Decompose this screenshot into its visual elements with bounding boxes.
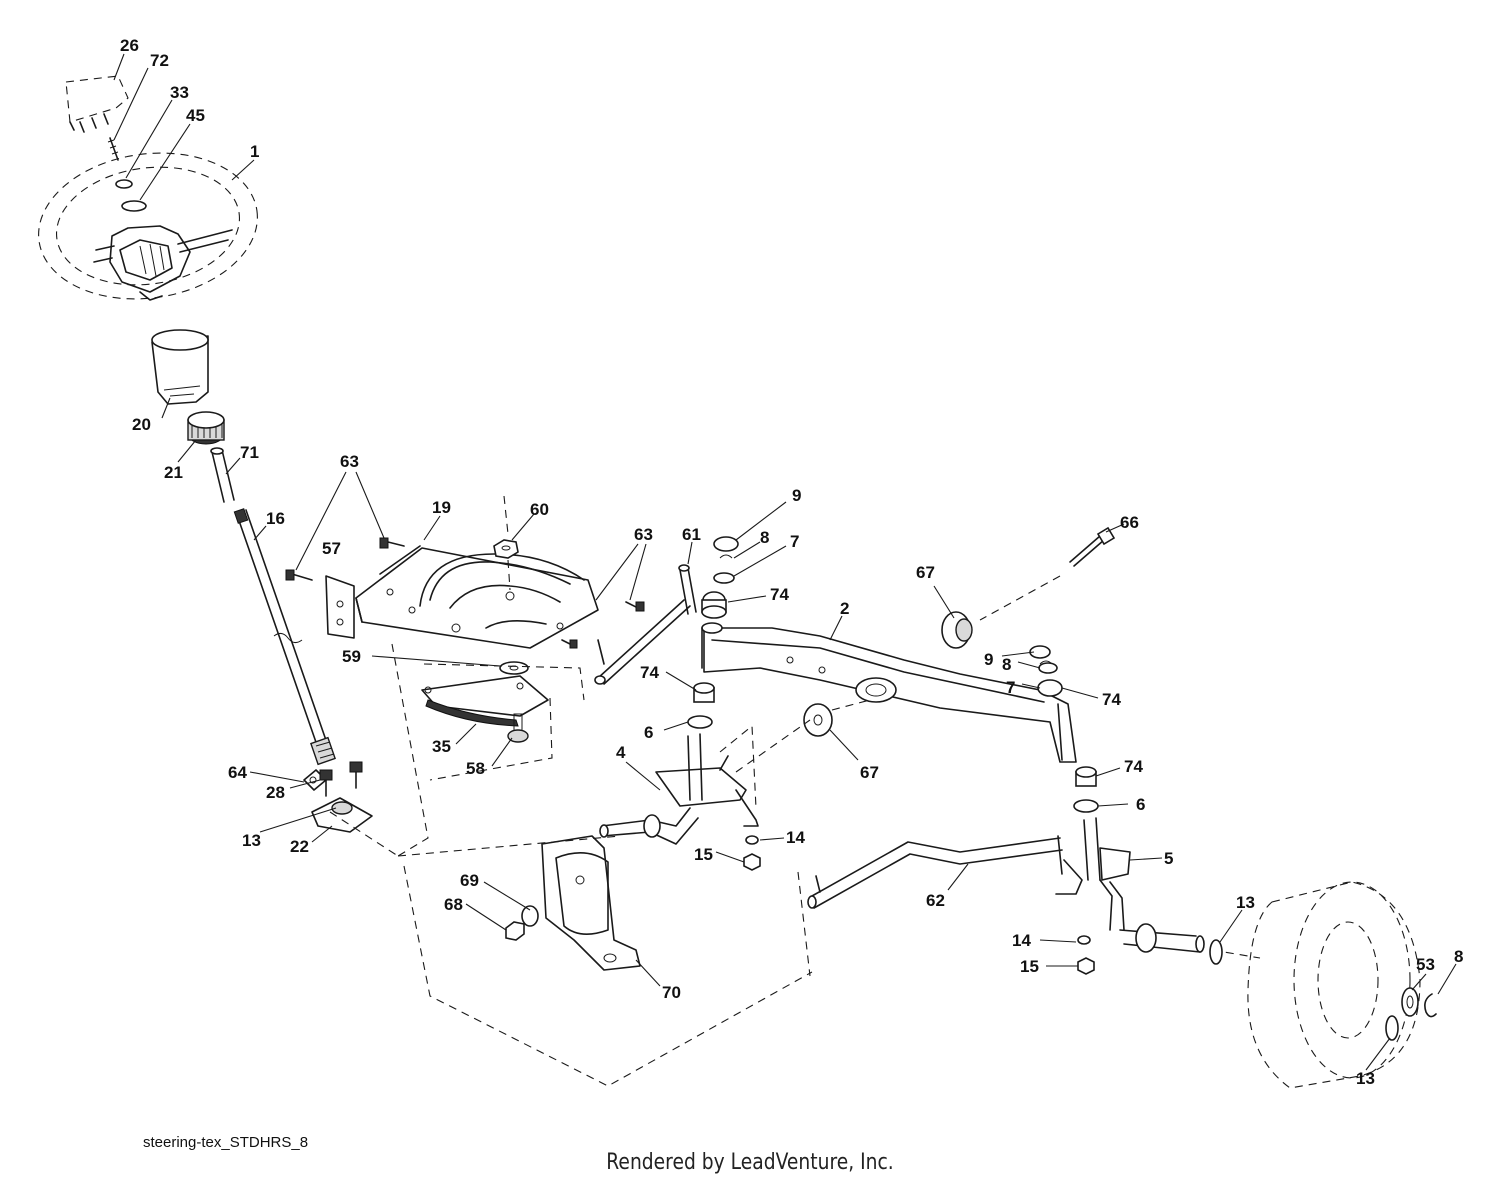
callout-70: 70 [662, 983, 681, 1002]
sector-gear [421, 675, 549, 727]
steering-wheel-spacer [121, 200, 147, 212]
callout-74-upper-right: 74 [1102, 690, 1121, 709]
callout-9-left: 9 [792, 486, 801, 505]
diagram-code: steering-tex_STDHRS_8 [143, 1134, 309, 1151]
callout-4: 4 [616, 743, 626, 762]
steering-wheel-washer [115, 179, 133, 189]
callout-74-lower-left: 74 [640, 663, 659, 682]
callout-58: 58 [466, 759, 485, 778]
callout-67-upper: 67 [916, 563, 935, 582]
support-dashed-outline [329, 643, 585, 857]
wheel-tire [1211, 881, 1421, 1089]
callout-57: 57 [322, 539, 341, 558]
callout-60: 60 [530, 500, 549, 519]
callout-69: 69 [460, 871, 479, 890]
callout-13-left: 13 [242, 831, 261, 850]
callout-53: 53 [1416, 955, 1435, 974]
tie-rod [797, 835, 1083, 977]
callout-15-right: 15 [1020, 957, 1039, 976]
callout-64: 64 [228, 763, 247, 782]
support-nut [493, 495, 519, 591]
callout-74-upper-left: 74 [770, 585, 789, 604]
callout-7-left: 7 [790, 532, 799, 551]
steering-plate-lower [541, 835, 641, 971]
left-spindle [599, 733, 759, 845]
callout-13-wheel-outer: 13 [1356, 1069, 1375, 1088]
left-spindle-hardware [687, 536, 739, 729]
callout-74-lower-right: 74 [1124, 757, 1143, 776]
callout-7-right: 7 [1006, 678, 1015, 697]
callout-33: 33 [170, 83, 189, 102]
callout-15-left: 15 [694, 845, 713, 864]
axle-spacer-lower [803, 699, 871, 737]
callout-8-wheel: 8 [1454, 947, 1463, 966]
callout-5: 5 [1164, 849, 1173, 868]
callout-62: 62 [926, 891, 945, 910]
callout-2: 2 [840, 599, 849, 618]
callout-67-lower: 67 [860, 763, 879, 782]
callout-28: 28 [266, 783, 285, 802]
leader-lines [113, 53, 1457, 1071]
steering-shaft [233, 508, 336, 766]
right-spindle [1083, 817, 1205, 953]
callout-22: 22 [290, 837, 309, 856]
callout-14-left: 14 [786, 828, 805, 847]
callout-71: 71 [240, 443, 259, 462]
callout-14-right: 14 [1012, 931, 1031, 950]
callout-45: 45 [186, 106, 205, 125]
spindle-nut-right [1077, 935, 1095, 975]
drag-link-rod [594, 564, 697, 685]
spindle-nut-left [743, 835, 761, 871]
callout-68: 68 [444, 895, 463, 914]
callout-16: 16 [266, 509, 285, 528]
callout-61: 61 [682, 525, 701, 544]
render-credit: Rendered by LeadVenture, Inc. [606, 1150, 894, 1175]
callout-9-right: 9 [984, 650, 993, 669]
callout-13-wheel-inner: 13 [1236, 893, 1255, 912]
lower-dashed-outline [397, 719, 813, 1087]
callout-8-left: 8 [760, 528, 769, 547]
sector-gear-bolt [507, 713, 529, 743]
wheel-washers [1209, 939, 1437, 1041]
callout-6-right: 6 [1136, 795, 1145, 814]
callout-63-right: 63 [634, 525, 653, 544]
steering-wheel-cap [65, 75, 129, 133]
callout-1: 1 [250, 142, 259, 161]
callout-26: 26 [120, 36, 139, 55]
callout-63-left: 63 [340, 452, 359, 471]
axle-pivot-bolt [979, 526, 1116, 621]
flange-bearing [311, 761, 373, 833]
callout-19: 19 [432, 498, 451, 517]
front-axle [701, 622, 1077, 763]
plate-lower-fasteners [505, 905, 539, 941]
callout-6-left: 6 [644, 723, 653, 742]
callout-20: 20 [132, 415, 151, 434]
callout-21: 21 [164, 463, 183, 482]
callout-labels: 26 72 33 45 1 20 21 71 16 63 19 57 60 63… [120, 36, 1463, 1088]
callout-59: 59 [342, 647, 361, 666]
right-spindle-hardware [1029, 645, 1099, 813]
callout-8-right: 8 [1002, 655, 1011, 674]
steering-shaft-bushing [151, 329, 209, 405]
steering-gear-pinion [187, 411, 225, 445]
support-bolts [285, 537, 645, 649]
callout-72: 72 [150, 51, 169, 70]
steering-wheel [38, 152, 258, 301]
steering-bracket [325, 575, 355, 639]
callout-35: 35 [432, 737, 451, 756]
support-washer [499, 661, 529, 675]
axle-spacer-upper [941, 611, 973, 649]
steering-wheel-screw [107, 137, 119, 161]
steering-shaft-sleeve [210, 447, 235, 503]
steering-support-plate [355, 545, 599, 649]
callout-66: 66 [1120, 513, 1139, 532]
